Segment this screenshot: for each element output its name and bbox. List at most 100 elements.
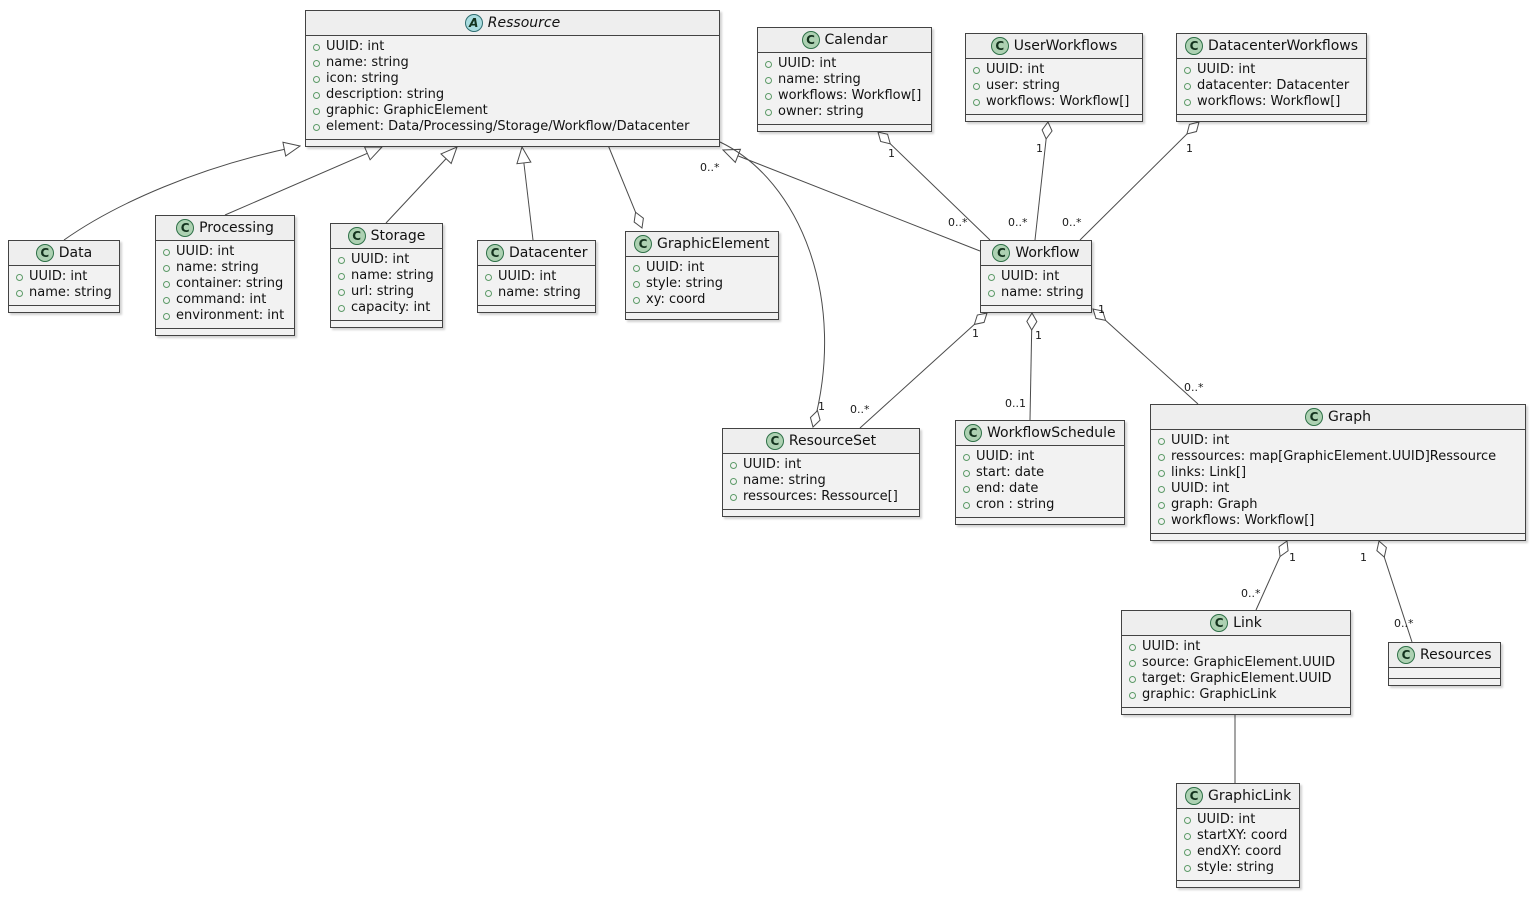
attribute-text: UUID: int: [976, 449, 1035, 464]
field-icon: [313, 75, 320, 83]
class-stereotype-icon: C: [1185, 37, 1203, 55]
class-name: UserWorkflows: [1013, 38, 1118, 54]
class-attribute: url: string: [338, 284, 435, 300]
field-icon: [16, 273, 23, 281]
attribute-text: UUID: int: [29, 269, 88, 284]
attribute-text: UUID: int: [498, 269, 557, 284]
methods-compartment: [626, 312, 778, 319]
attribute-text: workflows: Workflow[]: [1171, 513, 1315, 528]
field-icon: [1184, 82, 1191, 90]
field-icon: [963, 485, 970, 493]
class-attribute: UUID: int: [313, 39, 712, 55]
field-icon: [1158, 485, 1165, 493]
attribute-text: name: string: [498, 285, 581, 300]
class-name: Resources: [1420, 647, 1492, 663]
attribute-text: UUID: int: [1171, 481, 1230, 496]
field-icon: [765, 76, 772, 84]
class-attribute: UUID: int: [963, 449, 1117, 465]
attribute-text: style: string: [646, 276, 724, 291]
methods-compartment: [1151, 533, 1525, 540]
class-header: C GraphicLink: [1177, 784, 1300, 809]
field-icon: [338, 288, 345, 296]
class-attribute: UUID: int: [163, 244, 287, 260]
edge-resources-to-graph: [1376, 540, 1413, 643]
edge-processing-to-ressource: [224, 147, 382, 216]
attribute-text: name: string: [176, 260, 259, 275]
field-icon: [338, 256, 345, 264]
attribute-text: user: string: [986, 78, 1060, 93]
attribute-text: workflows: Workflow[]: [986, 94, 1130, 109]
edge-graph-to-workflow: [1092, 308, 1199, 405]
field-icon: [485, 289, 492, 297]
methods-compartment: [9, 305, 119, 312]
methods-compartment: [1389, 678, 1500, 685]
class-attribute: endXY: coord: [1184, 844, 1292, 860]
field-icon: [633, 264, 640, 272]
class-header: C Data: [9, 241, 119, 266]
attribute-text: workflows: Workflow[]: [778, 88, 922, 103]
methods-compartment: [1122, 707, 1350, 714]
class-attribute: UUID: int: [16, 269, 112, 285]
class-attribute: cron : string: [963, 497, 1117, 513]
class-attribute: datacenter: Datacenter: [1184, 78, 1359, 94]
class-attribute: name: string: [988, 285, 1084, 301]
class-attribute: environment: int: [163, 308, 287, 324]
multiplicity-label: 1: [1098, 303, 1105, 316]
field-icon: [163, 312, 170, 320]
multiplicity-label: 1: [1036, 142, 1043, 155]
class-stereotype-icon: C: [765, 432, 784, 450]
attribute-text: end: date: [976, 481, 1039, 496]
class-resources: C Resources: [1388, 642, 1501, 686]
class-stereotype-icon: C: [1397, 646, 1415, 664]
class-attribute: name: string: [338, 268, 435, 284]
field-icon: [1184, 816, 1191, 824]
multiplicity-label: 0..*: [1184, 381, 1204, 394]
class-stereotype-icon: C: [347, 227, 366, 245]
class-name: GraphicLink: [1208, 788, 1292, 804]
class-attribute: owner: string: [765, 104, 924, 120]
attribute-text: ressources: map[GraphicElement.UUID]Ress…: [1171, 449, 1497, 464]
field-icon: [730, 461, 737, 469]
class-attribute: name: string: [765, 72, 924, 88]
class-attribute: graphic: GraphicElement: [313, 103, 712, 119]
class-attribute: description: string: [313, 87, 712, 103]
field-icon: [163, 264, 170, 272]
class-name: Processing: [199, 220, 274, 236]
methods-compartment: [723, 509, 919, 516]
class-attribute: UUID: int: [730, 457, 912, 473]
class-attribute: UUID: int: [1184, 812, 1292, 828]
methods-compartment: [331, 320, 442, 327]
attribute-text: UUID: int: [1142, 639, 1201, 654]
attribute-text: xy: coord: [646, 292, 706, 307]
edge-ressource-to-resourceset: [719, 141, 826, 428]
multiplicity-label: 0..*: [1394, 617, 1414, 630]
class-name: Link: [1233, 615, 1262, 631]
multiplicity-label: 0..*: [1062, 216, 1082, 229]
class-name: Storage: [370, 228, 426, 244]
edge-workflow-to-datacenterworkflows: [1079, 121, 1200, 241]
attribute-text: style: string: [1197, 860, 1275, 875]
class-attribute: startXY: coord: [1184, 828, 1292, 844]
edge-workflowschedule-to-workflow: [1026, 312, 1038, 421]
attribute-text: target: GraphicElement.UUID: [1142, 671, 1332, 686]
attribute-text: UUID: int: [176, 244, 235, 259]
field-icon: [1158, 517, 1165, 525]
field-icon: [963, 453, 970, 461]
class-attribute: name: string: [313, 55, 712, 71]
field-icon: [163, 280, 170, 288]
methods-compartment: [1177, 114, 1367, 121]
class-header: C Datacenter: [478, 241, 596, 266]
field-icon: [730, 493, 737, 501]
